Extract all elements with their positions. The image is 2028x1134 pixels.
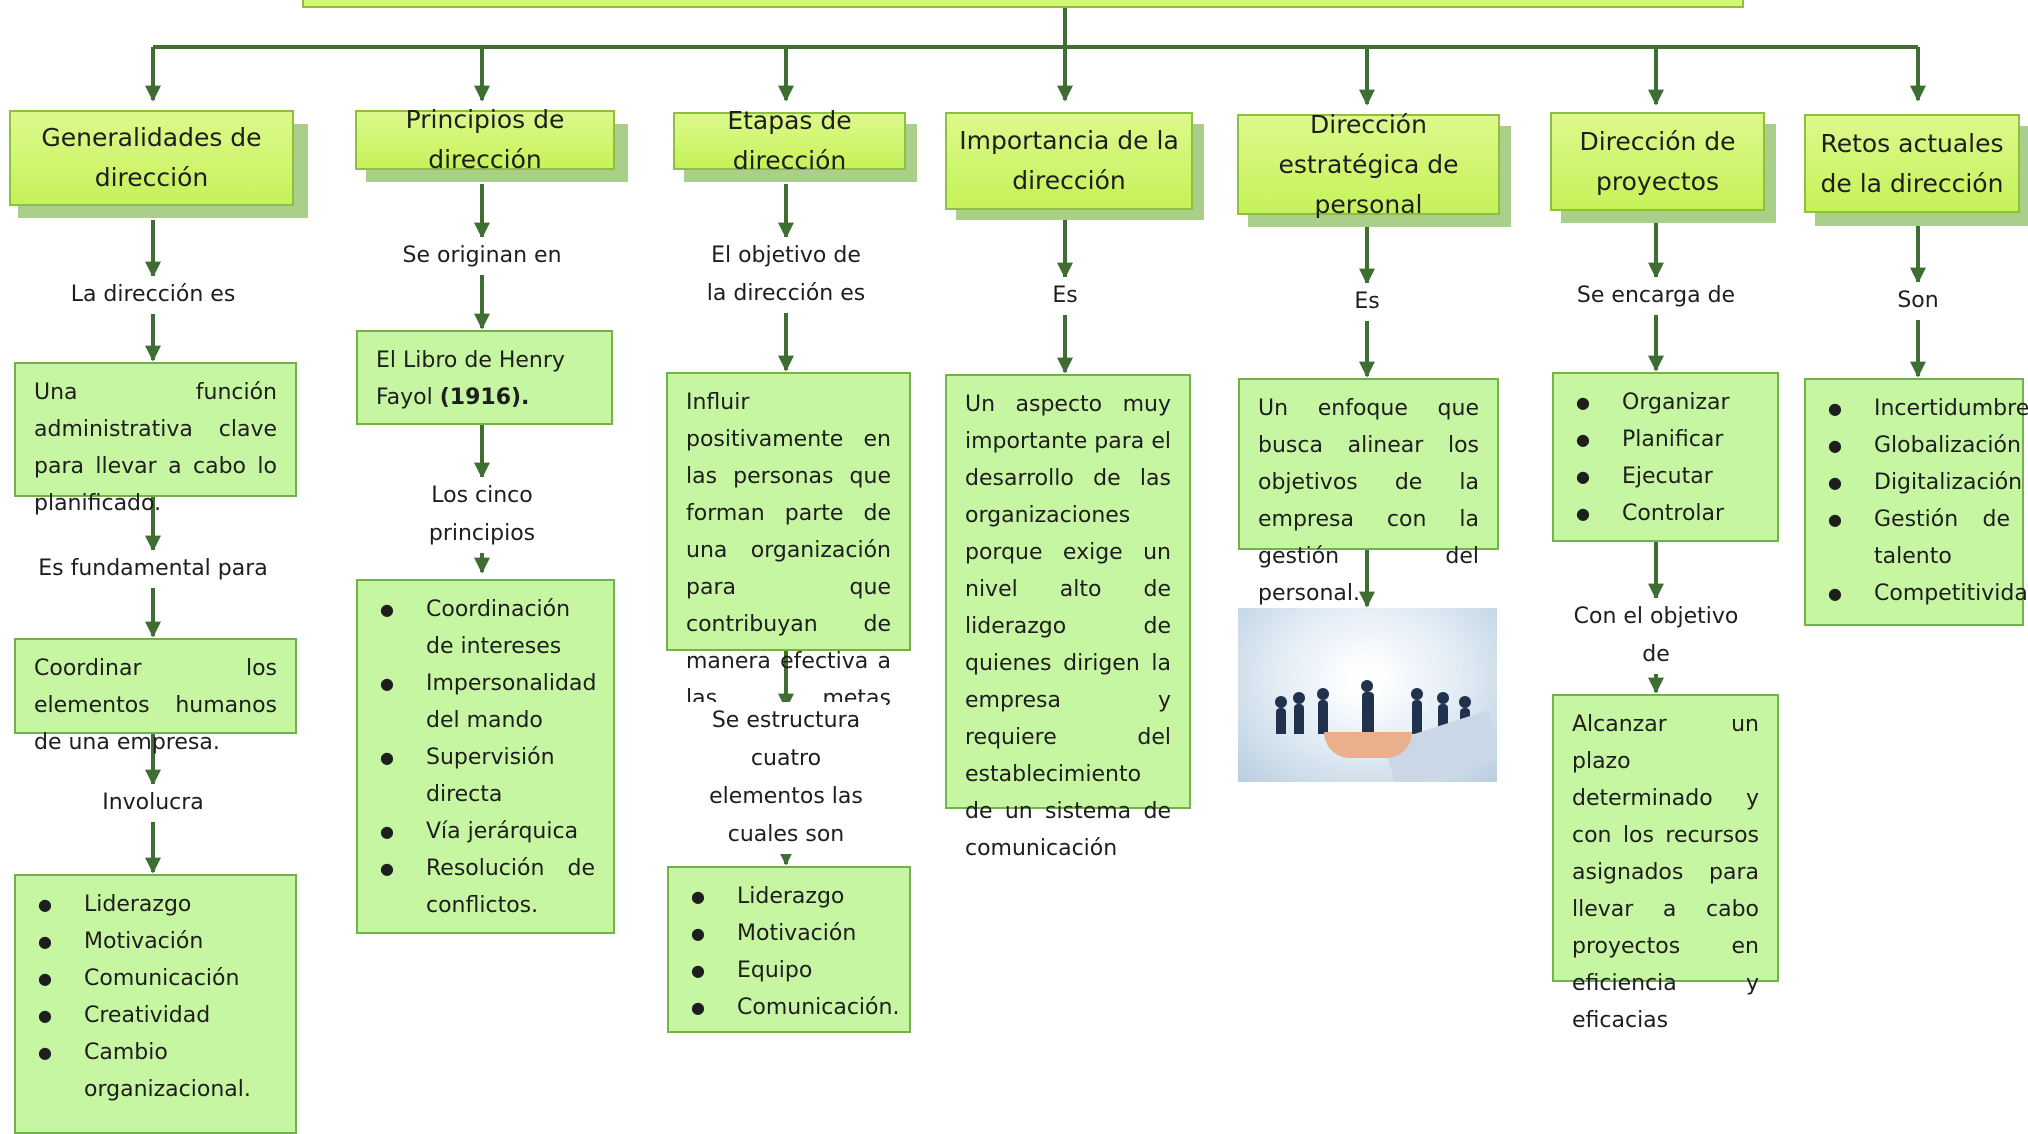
list-item: Globalización (1824, 427, 2021, 464)
connector-label: Los cinco principios (372, 477, 592, 553)
strategy-box: Un enfoque que busca alinear los objetiv… (1238, 378, 1499, 606)
root-node (302, 0, 1744, 8)
header-direccion-proyectos: Dirección de proyectos (1550, 112, 1765, 211)
list-item: Motivación (34, 923, 277, 960)
header-etapas: Etapas de dirección (673, 106, 906, 175)
list-item: Organizar (1572, 384, 1759, 421)
connector-label: Es (1025, 277, 1105, 315)
list-item: Liderazgo (687, 878, 891, 915)
list-item: Ejecutar (1572, 458, 1759, 495)
connector-label: Con el objetivo de (1561, 598, 1751, 674)
origin-box: El Libro de Henry Fayol (1916). (356, 330, 613, 425)
header-direccion-estrategica: Dirección estratégica de personal (1237, 110, 1500, 219)
list-item: Digitalización (1824, 464, 2022, 501)
connector-label: Es fundamental para (33, 550, 273, 588)
importance-box: Un aspecto muy importante para el desarr… (945, 374, 1191, 861)
origin-year: (1916). (439, 385, 530, 410)
origin-text: El Libro de Henry Fayol (376, 348, 565, 410)
purpose-box: Coordinar los elementos humanos de una e… (14, 638, 297, 755)
challenges-list-box: Incertidumbre Globalización Digitalizaci… (1804, 378, 2028, 626)
elements-list-box: Liderazgo Motivación Comunicación Creati… (14, 874, 297, 1134)
connector-label: El objetivo de la dirección es (696, 237, 876, 313)
connector-label: Se encarga de (1561, 277, 1751, 315)
connector-label: Involucra (73, 784, 233, 822)
list-item: Motivación (687, 915, 891, 952)
list-item: Cambio organizacional. (34, 1034, 277, 1108)
header-retos-actuales: Retos actuales de la dirección (1804, 114, 2020, 213)
connector-label: Es (1327, 283, 1407, 321)
list-item: Planificar (1572, 421, 1759, 458)
connector-label: La dirección es (53, 276, 253, 314)
project-goal-box: Alcanzar un plazo determinado y con los … (1552, 694, 1779, 1033)
list-item: Incertidumbre (1824, 390, 2028, 427)
list-item: Controlar (1572, 495, 1759, 532)
list-item: Resolución de conflictos. (376, 850, 595, 924)
header-principios: Principios de dirección (355, 105, 615, 174)
list-item: Coordinación de intereses (376, 591, 595, 665)
tasks-list-box: Organizar Planificar Ejecutar Controlar (1552, 372, 1779, 542)
header-generalidades: Generalidades de dirección (9, 110, 294, 206)
connector-label: Son (1878, 282, 1958, 320)
definition-box: Una función administrativa clave para ll… (14, 362, 297, 516)
list-item: Competitividad (1824, 575, 2028, 612)
connector-label: Se originan en (382, 237, 582, 275)
connector-label: Se estructura cuatro elementos las cuale… (686, 702, 886, 854)
list-item: Liderazgo (34, 886, 277, 923)
list-item: Creatividad (34, 997, 277, 1034)
list-item: Supervisión directa (376, 739, 595, 813)
header-importancia: Importancia de la dirección (945, 112, 1193, 210)
list-item: Vía jerárquica (376, 813, 595, 850)
list-item: Equipo (687, 952, 891, 989)
list-item: Impersonalidad del mando (376, 665, 596, 739)
business-people-image (1238, 608, 1497, 782)
list-item: Comunicación (34, 960, 277, 997)
list-item: Gestión de talento (1824, 501, 2010, 575)
stages-list-box: Liderazgo Motivación Equipo Comunicación… (667, 866, 911, 1033)
list-item: Comunicación. (687, 989, 899, 1026)
principles-list-box: Coordinación de intereses Impersonalidad… (356, 579, 615, 934)
objective-box: Influir positivamente en las personas qu… (666, 372, 911, 748)
